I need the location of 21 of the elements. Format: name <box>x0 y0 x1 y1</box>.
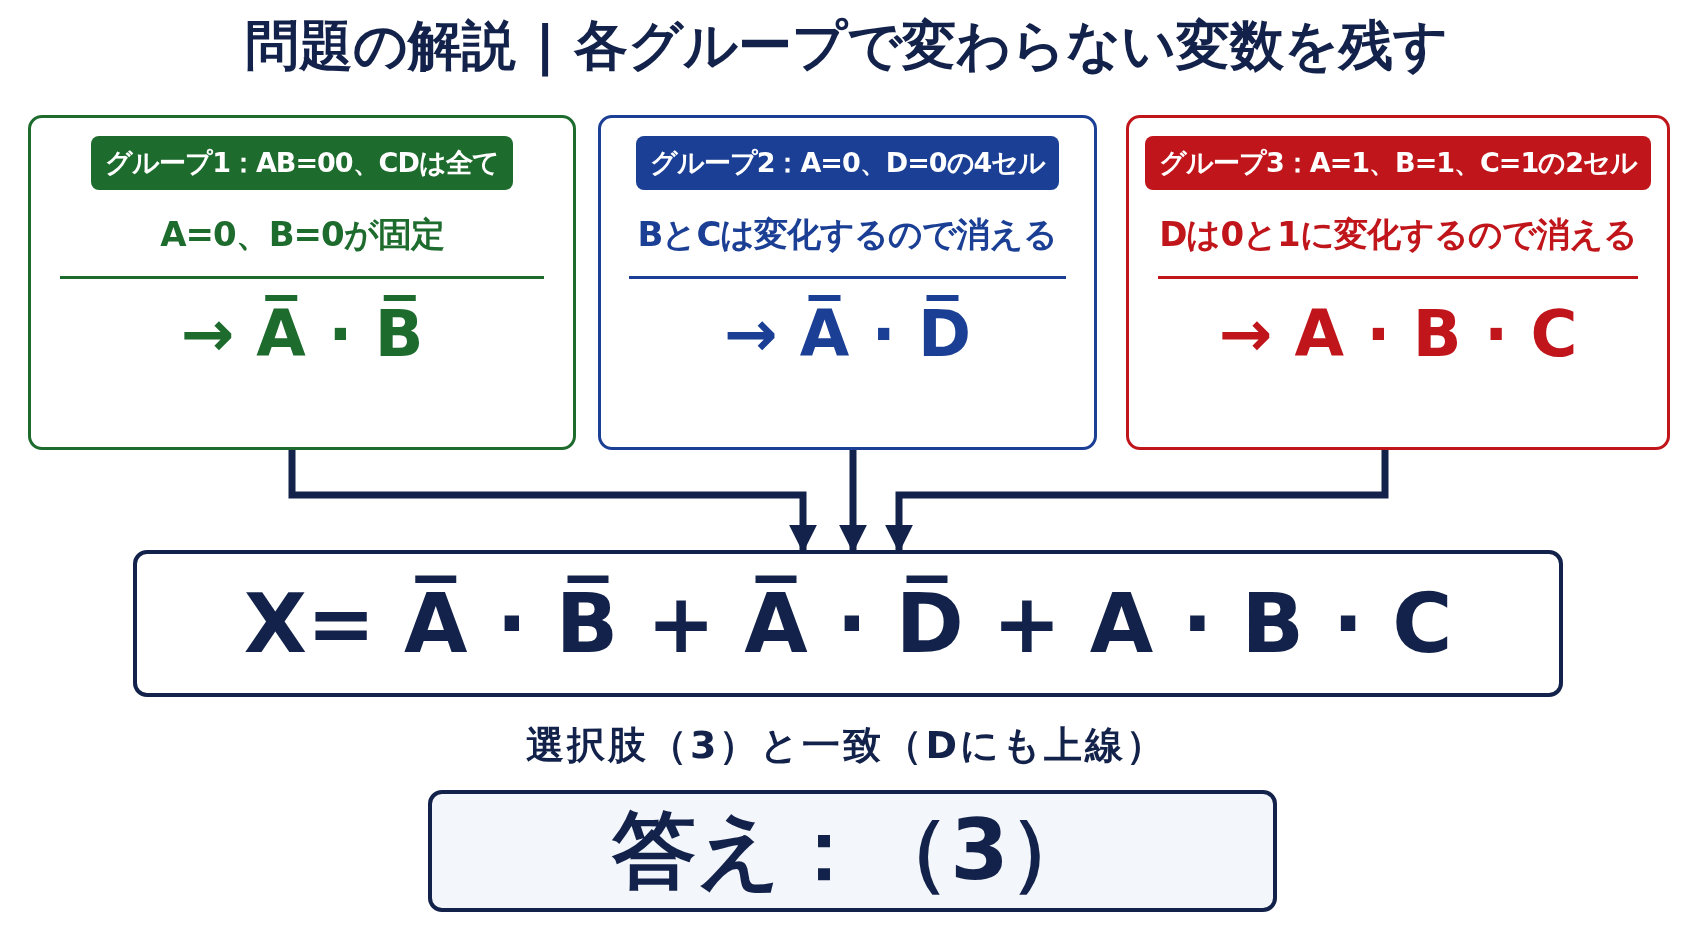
group-description: Dは0と1に変化するので消える <box>1159 213 1637 256</box>
arrow <box>288 450 817 553</box>
group-description: A=0、B=0が固定 <box>160 213 444 256</box>
answer-box <box>428 790 1277 912</box>
formula: X= A̅ · B̅ + A̅ · D̅ + A · B · C <box>243 576 1453 671</box>
result-term: → A̅ · B̅ <box>180 297 424 371</box>
note: 選択肢（3）と一致（Dにも上線） <box>525 722 1168 769</box>
arrow <box>839 450 867 553</box>
group-box <box>28 115 576 450</box>
group-box <box>1126 115 1670 450</box>
result-term: → A · B · C <box>1218 297 1578 371</box>
group-heading: グループ2：A=0、D=0の4セル <box>635 136 1060 190</box>
result-term: → A̅ · D̅ <box>723 297 972 371</box>
group-heading: グループ3：A=1、B=1、C=1の2セル <box>1144 136 1652 190</box>
arrow <box>885 450 1389 553</box>
group-description: BとCは変化するので消える <box>637 213 1058 256</box>
group-heading: グループ1：AB=00、CDは全て <box>91 136 513 190</box>
formula-box <box>133 550 1563 697</box>
group-box <box>598 115 1097 450</box>
title: 問題の解説 | 各グループで変わらない変数を残す <box>244 13 1449 79</box>
answer: 答え：（3） <box>612 800 1093 901</box>
